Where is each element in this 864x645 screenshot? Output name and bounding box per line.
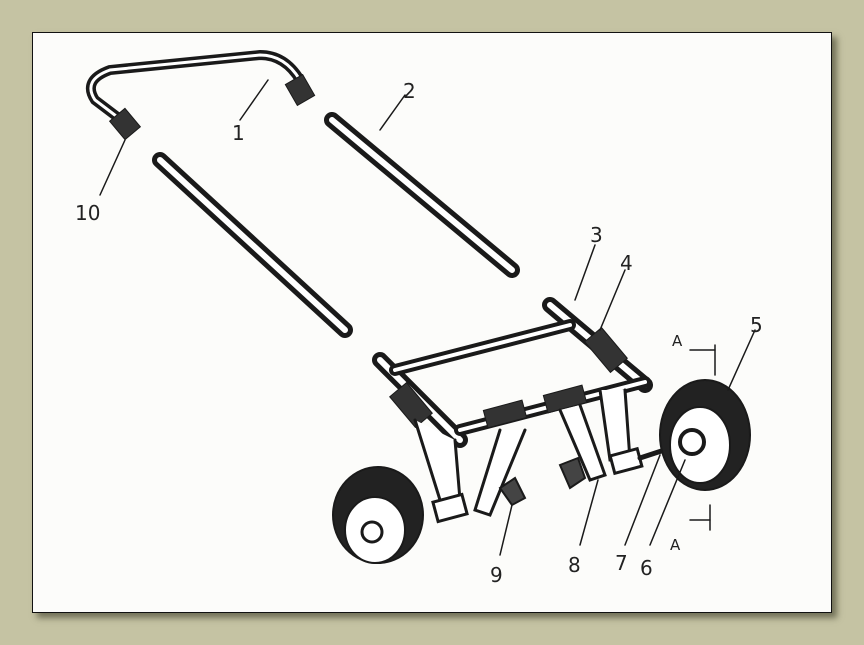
label-part-8: 8 bbox=[568, 553, 581, 577]
handle-grip-right bbox=[284, 73, 316, 107]
label-part-3: 3 bbox=[590, 223, 603, 247]
label-part-7: 7 bbox=[615, 551, 628, 575]
tube-left bbox=[152, 152, 353, 338]
drawing-frame bbox=[32, 32, 832, 613]
leader-lines bbox=[99, 79, 756, 556]
wheel-left bbox=[332, 466, 424, 564]
label-part-10: 10 bbox=[75, 201, 100, 225]
label-part-1: 1 bbox=[232, 121, 245, 145]
wing-nut-8 bbox=[558, 456, 587, 490]
label-part-6: 6 bbox=[640, 556, 653, 580]
section-marker-bottom: A bbox=[670, 536, 681, 554]
label-part-4: 4 bbox=[620, 251, 633, 275]
label-part-5: 5 bbox=[750, 313, 763, 337]
label-part-2: 2 bbox=[403, 79, 416, 103]
section-marker-top: A bbox=[672, 332, 683, 350]
cart-frame bbox=[372, 297, 653, 524]
wheel-right bbox=[659, 379, 751, 491]
label-part-9: 9 bbox=[490, 563, 503, 587]
handle-grip-left bbox=[108, 107, 142, 141]
wing-nut-9 bbox=[498, 476, 527, 507]
tube-right bbox=[324, 112, 520, 278]
